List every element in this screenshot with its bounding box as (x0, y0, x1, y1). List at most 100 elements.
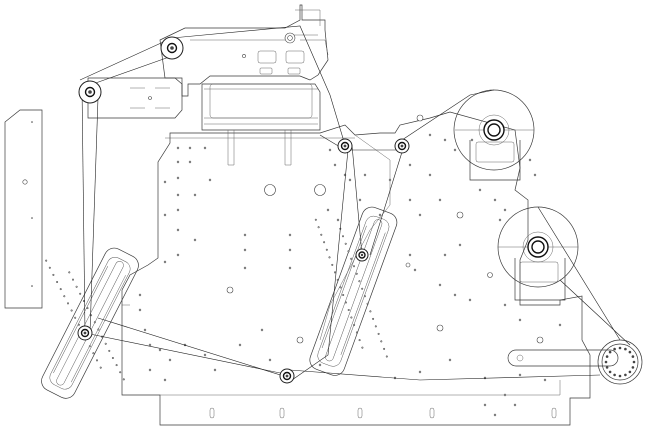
frame-hole (468, 298, 472, 302)
frame-hole (518, 318, 522, 322)
drum-bolt (632, 360, 636, 364)
dancer-arm-left (41, 247, 139, 399)
drum-bolt (618, 346, 622, 350)
frame-hole (528, 158, 532, 162)
drum-bolt (613, 373, 616, 377)
frame-hole (99, 366, 102, 369)
frame-hole (314, 218, 317, 221)
frame-hole (68, 271, 71, 274)
frame-hole (385, 355, 388, 358)
frame-hole (325, 248, 328, 251)
frame-hole (176, 146, 180, 150)
frame-hole (448, 358, 452, 362)
frame-hole (320, 233, 323, 236)
frame-hole (341, 235, 344, 238)
frame-hole (413, 268, 417, 272)
frame-hole (513, 403, 517, 407)
frame-hole (92, 352, 95, 355)
dancer-arm-left-bolts (45, 259, 125, 381)
frame-hole (358, 339, 361, 342)
frame-hole (352, 265, 355, 268)
frame-hole (361, 346, 364, 349)
frame-hole (438, 283, 442, 287)
frame-hole (333, 163, 337, 167)
frame-hole (243, 248, 247, 252)
frame-hole (45, 259, 48, 262)
frame-hole (238, 343, 242, 347)
frame-hole (77, 323, 80, 326)
frame-hole (355, 331, 358, 334)
frame-hole (163, 180, 167, 184)
frame-hole (347, 308, 350, 311)
frame-hole (188, 146, 192, 150)
frame-hole (52, 273, 55, 276)
frame-hole (48, 266, 51, 269)
frame-hole (188, 160, 192, 164)
drum-bolt (631, 355, 635, 358)
rewind-drum (507, 339, 643, 385)
frame-hole (203, 353, 207, 357)
drum-bolt (613, 347, 616, 351)
frame-hole (483, 403, 487, 407)
frame-hole (176, 208, 180, 212)
frame-hole (288, 266, 292, 270)
drum-bolt (628, 350, 632, 354)
frame-hole (518, 373, 522, 377)
frame-hole (203, 146, 207, 150)
frame-hole (366, 302, 369, 305)
frame-hole (363, 295, 366, 298)
frame-hole (533, 173, 537, 177)
drum-bolt (605, 355, 609, 358)
frame-hole (176, 228, 180, 232)
frame-hole (318, 363, 322, 367)
idler-roller-dancer-right (355, 248, 369, 262)
frame-hole (326, 208, 330, 212)
frame-hole (408, 198, 412, 202)
main-frame-plate (121, 111, 591, 426)
frame-hole (176, 253, 180, 257)
frame-hole (88, 345, 91, 348)
drum-bolt (608, 370, 612, 374)
frame-hole (438, 198, 442, 202)
frame-hole (79, 292, 82, 295)
frame-hole (503, 393, 507, 397)
frame-hole (67, 302, 70, 305)
left-top-bracket (87, 77, 183, 119)
frame-hole (493, 198, 497, 202)
frame-hole (138, 308, 142, 312)
frame-hole (418, 370, 422, 374)
frame-hole (348, 178, 352, 182)
frame-hole (111, 356, 114, 359)
drum-bolt (631, 366, 635, 369)
frame-hole (347, 250, 350, 253)
dancer-arm-right-bolts (314, 218, 388, 358)
unwind-reel-lower (497, 206, 579, 301)
frame-hole (458, 243, 462, 247)
frame-hole (453, 293, 457, 297)
frame-hole (428, 133, 432, 137)
frame-hole (498, 218, 502, 222)
frame-hole (176, 176, 180, 180)
frame-hole (369, 310, 372, 313)
frame-hole (158, 348, 162, 352)
frame-hole (470, 138, 474, 142)
frame-hole (72, 278, 75, 281)
frame-hole (56, 280, 59, 283)
frame-hole (213, 368, 217, 372)
frame-hole (288, 233, 292, 237)
frame-hole (377, 332, 380, 335)
frame-hole (97, 328, 100, 331)
frame-hole (208, 178, 212, 182)
frame-hole (93, 321, 96, 324)
frame-hole (243, 266, 247, 270)
frame-hole (86, 307, 89, 310)
bottom-slots (209, 407, 557, 419)
frame-hole (339, 286, 342, 289)
frame-hole (503, 208, 507, 212)
frame-hole (344, 301, 347, 304)
frame-hole (408, 253, 412, 257)
frame-hole (168, 358, 172, 362)
frame-hole (163, 213, 167, 217)
frame-hole (453, 148, 457, 152)
frame-hole (108, 349, 111, 352)
